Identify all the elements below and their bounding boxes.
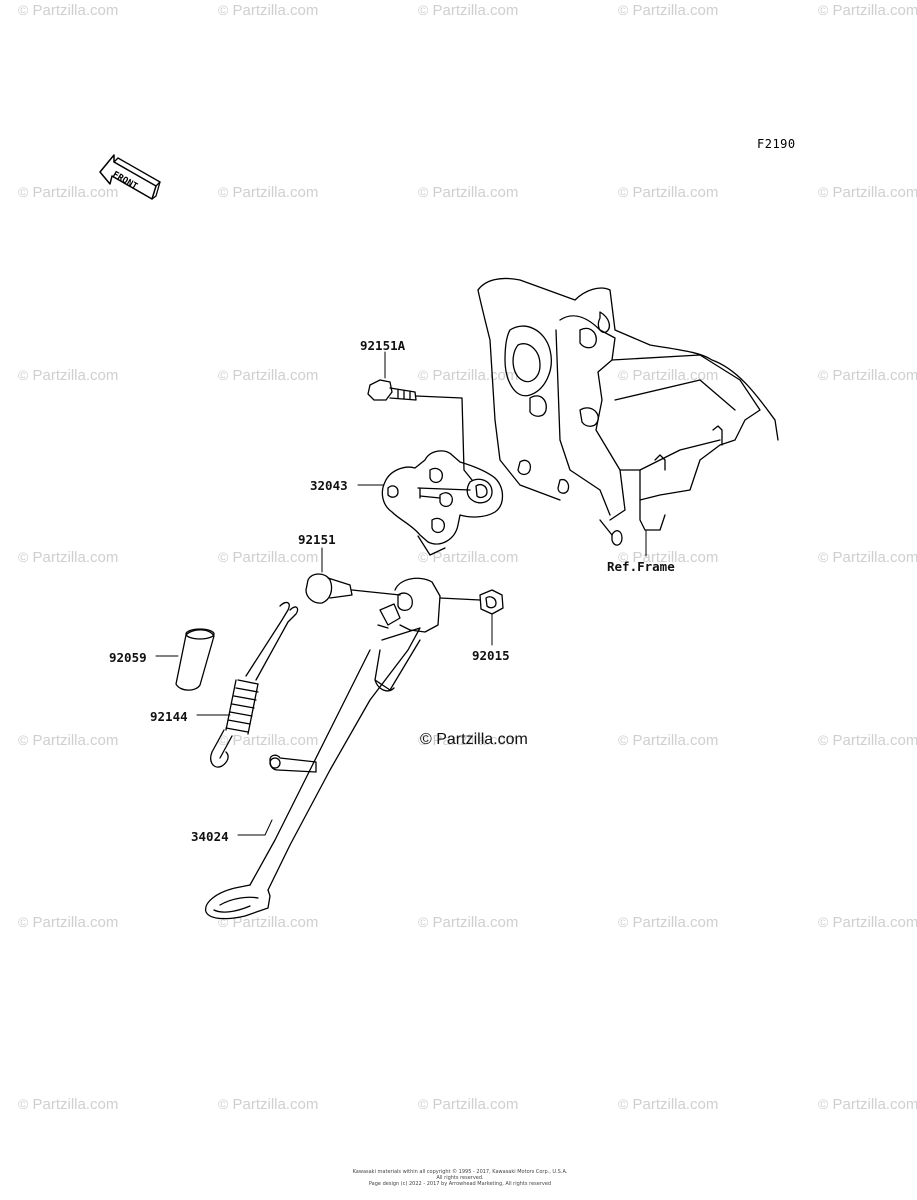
- bracket-32043-drawing: [381, 450, 504, 556]
- nut-92015-drawing: [439, 589, 504, 615]
- footer-line-2: Page design (c) 2022 - 2017 by Arrowhead…: [368, 1181, 552, 1187]
- side-stand-34024-drawing: [205, 577, 441, 920]
- bolt-92151-drawing: [305, 573, 401, 604]
- bolt-92151A-drawing: [367, 379, 473, 481]
- part-label-92059: 92059: [109, 650, 147, 665]
- figure-code: F2190: [757, 137, 796, 151]
- pin-drawing: [269, 754, 317, 773]
- ref-frame-label: Ref.Frame: [607, 559, 675, 574]
- part-label-34024: 34024: [191, 829, 229, 844]
- ref-frame-drawing: [477, 277, 779, 546]
- part-label-32043: 32043: [310, 478, 348, 493]
- copyright-footer: Kawasaki materials within all copyright …: [350, 1169, 570, 1187]
- front-arrow-icon: FRONT: [99, 154, 161, 200]
- part-label-92015: 92015: [472, 648, 510, 663]
- part-label-92151A: 92151A: [360, 338, 406, 353]
- spring-92144-drawing: [210, 601, 299, 768]
- footer-line-1: Kawasaki materials within all copyright …: [352, 1169, 568, 1181]
- leader-lines: [155, 351, 647, 836]
- part-label-92151: 92151: [298, 532, 336, 547]
- center-watermark: © Partzilla.com: [420, 731, 528, 748]
- part-label-92144: 92144: [150, 709, 188, 724]
- collar-92059-drawing: [175, 628, 215, 691]
